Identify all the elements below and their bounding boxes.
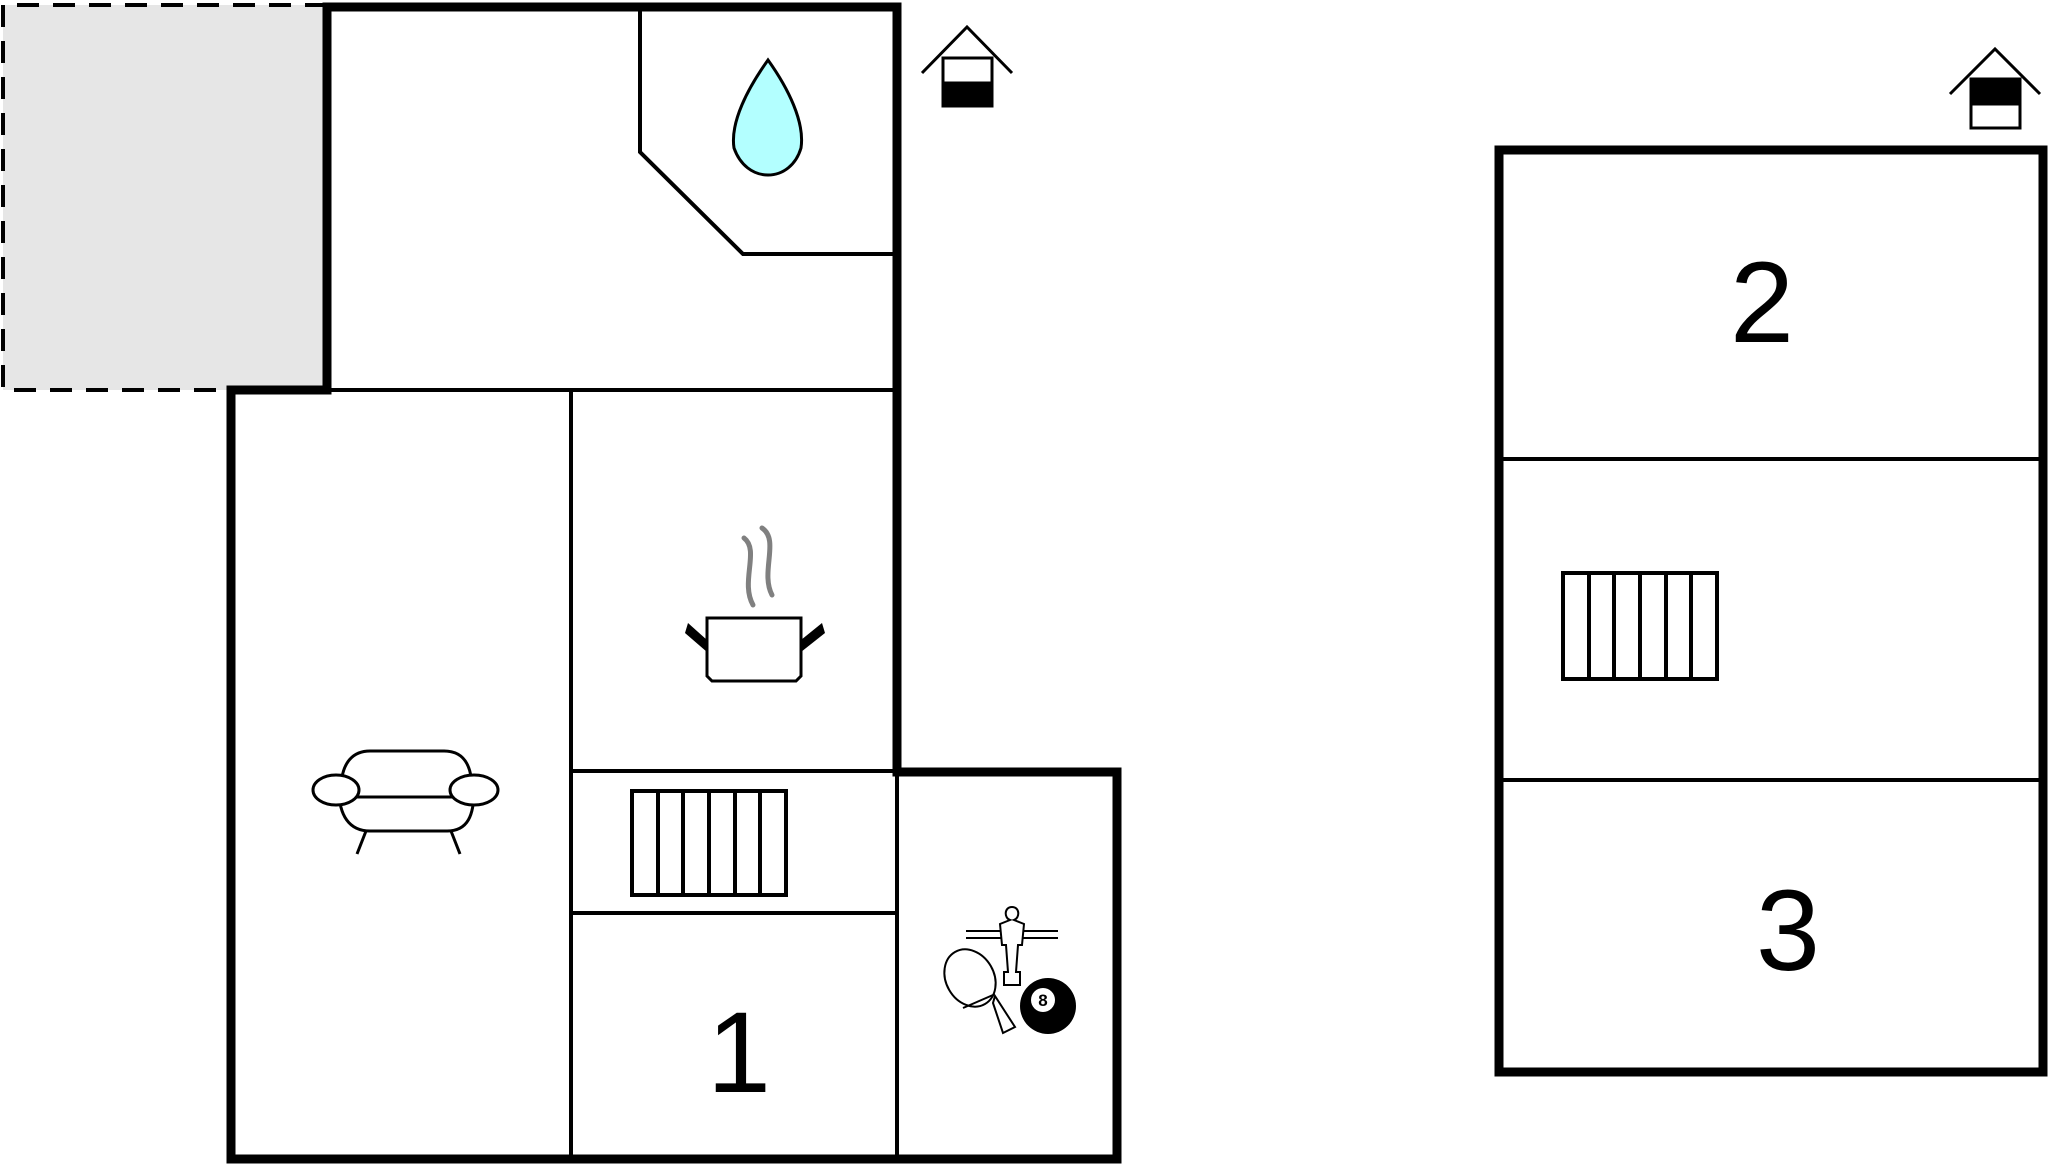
room-number-3: 3 [1756, 867, 1820, 995]
stairs-icon [1561, 571, 1719, 681]
billiard-ball-number: 8 [1038, 991, 1047, 1010]
room-number-1: 1 [707, 989, 771, 1117]
room-number-2: 2 [1730, 239, 1794, 367]
ground-floor-outer-wall [226, 2, 1122, 1164]
sofa-icon [311, 749, 500, 855]
upper-floor-outer-wall [1494, 145, 2048, 1077]
stairs-icon [630, 789, 788, 897]
terrace-area [3, 5, 327, 390]
table-tennis-icon [943, 948, 1017, 1035]
ground-floor-inner-walls [327, 7, 899, 1159]
water-drop-icon [731, 57, 804, 177]
cooking-pot-icon [685, 525, 825, 683]
billiard-ball-icon: 8 [1020, 978, 1076, 1034]
upper-floor-inner-walls [1499, 457, 2043, 782]
foosball-icon [966, 905, 1058, 986]
terrace-outline [1, 3, 327, 392]
house-ground-floor-icon [920, 24, 1014, 108]
house-upper-floor-icon [1948, 46, 2042, 130]
